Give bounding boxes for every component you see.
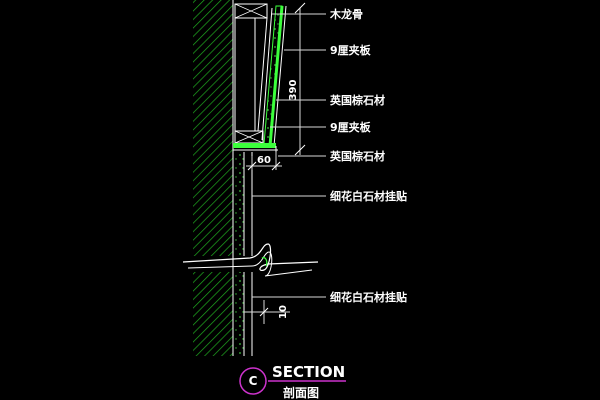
dimension-10: 10 — [244, 300, 290, 324]
label-white-stone-upper: 细花白石材挂贴 — [330, 189, 407, 203]
dimension-390: 390 — [288, 2, 306, 156]
label-plywood-top: 9厘夹板 — [330, 43, 372, 57]
label-wood-keel: 木龙骨 — [329, 7, 363, 21]
section-title-main: SECTION — [272, 363, 345, 381]
dim-60-text: 60 — [257, 155, 271, 166]
dim-10-text: 10 — [278, 305, 289, 319]
section-title-sub: 剖面图 — [283, 385, 319, 400]
section-marker-letter: C — [249, 374, 258, 388]
stone-cladding — [234, 152, 253, 356]
section-title: C SECTION 剖面图 — [239, 363, 346, 400]
structural-wall — [193, 0, 234, 356]
cornice-assembly — [233, 3, 287, 152]
dim-390-text: 390 — [288, 80, 299, 101]
section-marker-circle — [239, 367, 267, 395]
label-british-brown-stone-2: 英国棕石材 — [329, 149, 385, 163]
label-british-brown-stone-1: 英国棕石材 — [329, 93, 385, 107]
dimension-60: 60 — [246, 152, 282, 171]
label-white-stone-lower: 细花白石材挂贴 — [330, 290, 407, 304]
leader-lines — [252, 13, 326, 298]
break-line — [182, 243, 319, 277]
label-plywood-bottom: 9厘夹板 — [330, 120, 372, 134]
